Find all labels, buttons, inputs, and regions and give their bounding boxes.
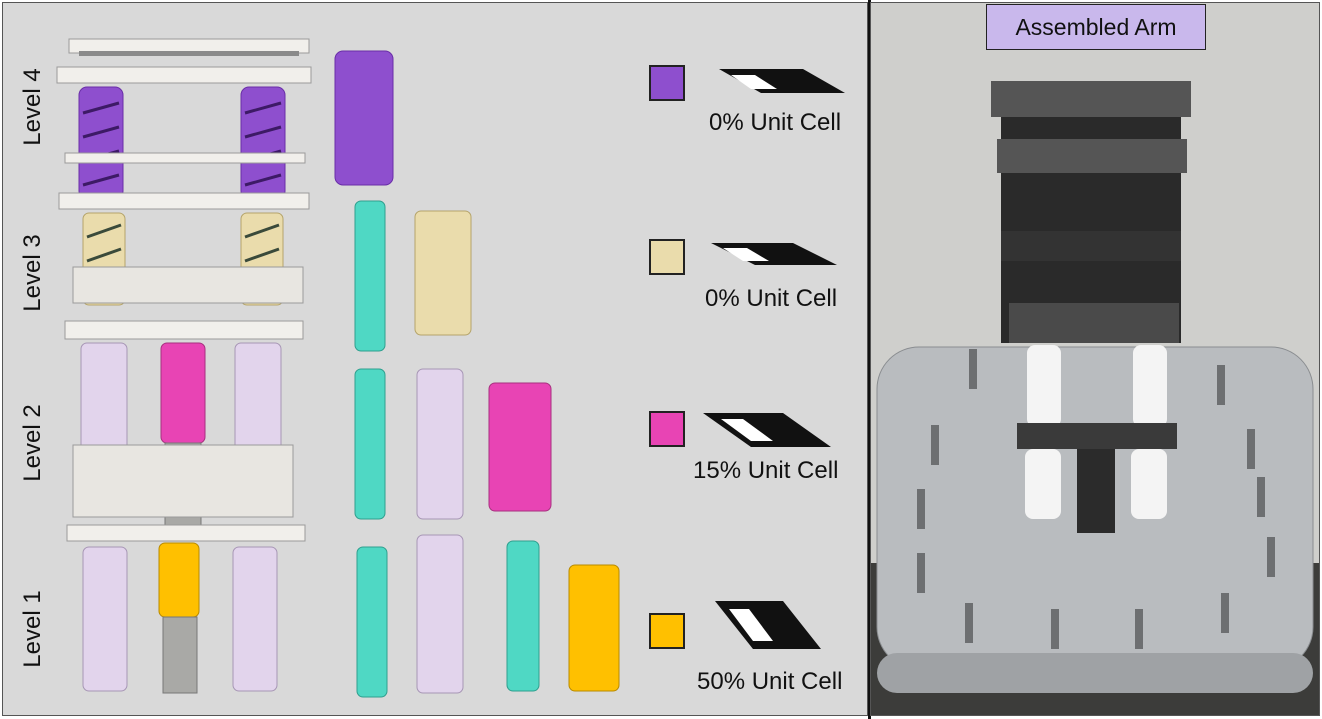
level-3-assembly [64,212,304,340]
level-4-label: Level 4 [19,68,46,146]
level-2-label: Level 2 [19,404,46,482]
unit-cell-glyph-level-1 [715,601,821,649]
part-level-3-beige-tube [414,210,472,336]
part-teal-tube [356,546,388,698]
arm-frame [1001,83,1181,343]
part-level-2-pink-tube [488,382,552,512]
white-column-right [1131,449,1167,519]
white-column-left [1027,345,1061,427]
assembled-arm-photo [871,3,1319,715]
level-4-base-plate [58,192,310,210]
level-2-assembly [66,342,306,542]
level-1-assembly [82,542,278,694]
level-1-color-swatch [649,613,685,649]
assembled-arm-callout: Assembled Arm [986,4,1206,50]
part-teal-tube [506,540,540,692]
level-4-color-swatch [649,65,685,101]
level-1-unit-cell-label: 50% Unit Cell [697,668,843,695]
level-3-base-plate [64,320,304,340]
part-lavender-tube [416,368,464,520]
level-1-column-right [232,546,278,692]
level-1-column-center [158,542,200,618]
level-4-unit-cell-label: 0% Unit Cell [709,109,842,136]
level-2-color-swatch [649,411,685,447]
level-2-base-plate [66,524,306,542]
photo-panel [870,2,1320,716]
unit-cell-glyph-level-3 [711,243,837,265]
white-column-right [1133,345,1167,427]
level-1-column-left [82,546,128,692]
part-lavender-tube [416,534,464,694]
white-column-left [1025,449,1061,519]
level-3-color-swatch [649,239,685,275]
level-2-unit-cell-label: 15% Unit Cell [693,457,839,484]
level-4-top-plate [68,38,310,54]
level-4-top-plate [56,66,312,84]
part-level-1-yellow-tube [568,564,620,692]
unit-cell-glyph-level-2 [703,413,831,447]
level-4-assembly [56,38,312,210]
exploded-parts [334,50,620,698]
part-teal-tube [354,200,386,352]
level-3-label: Level 3 [19,234,46,312]
level-2-column-center [160,342,206,444]
part-level-4-purple-tube [334,50,394,186]
panel-divider [868,0,871,719]
cad-panel: Level 4 Level 3 Level 2 Level 1 0% Unit … [2,2,868,716]
cad-exploded-view [56,38,845,698]
unit-cell-glyph-level-4 [719,69,845,93]
level-3-unit-cell-label: 0% Unit Cell [705,285,838,312]
part-teal-tube [354,368,386,520]
level-1-label: Level 1 [19,590,46,668]
